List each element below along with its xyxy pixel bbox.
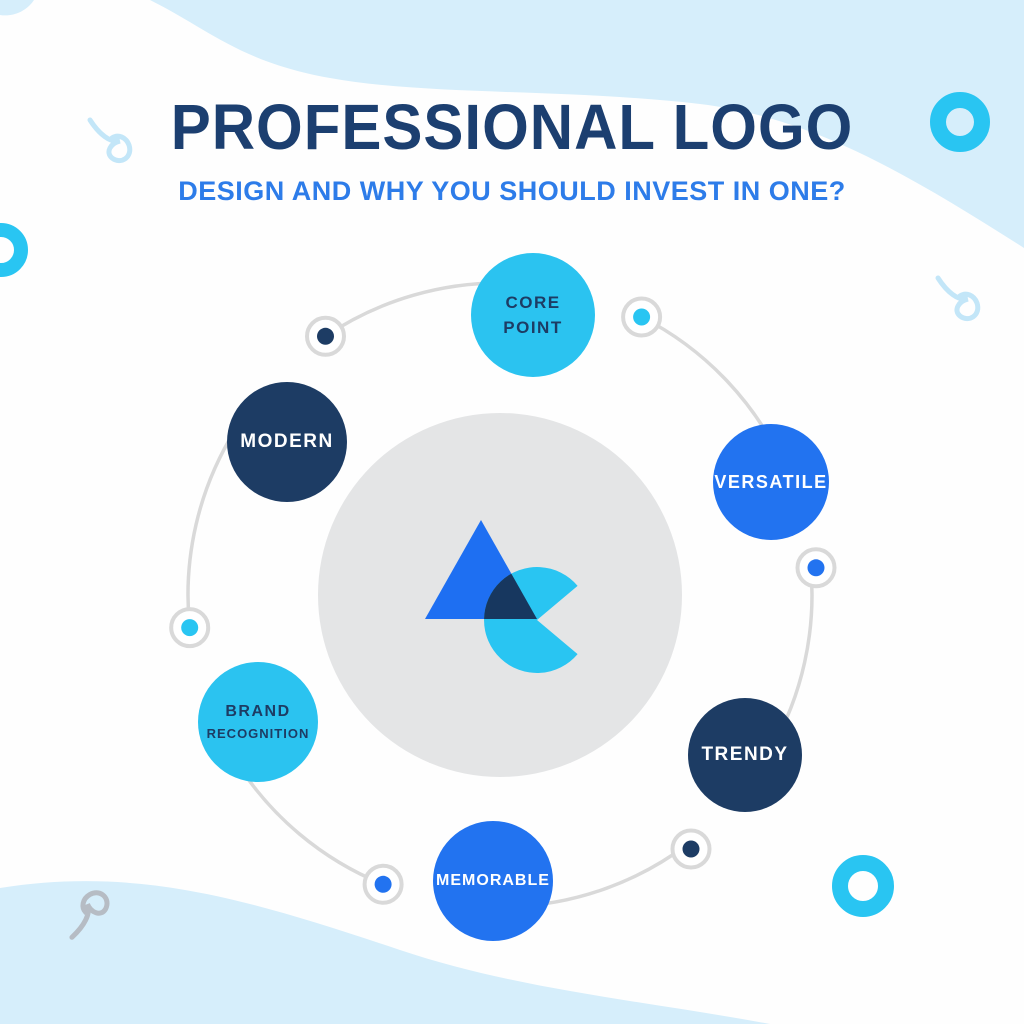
bubble-label: MEMORABLE: [436, 872, 550, 889]
bottom-wave-blob: [0, 881, 770, 1024]
bubble-label: TRENDY: [701, 743, 789, 765]
top-wave-blob: [150, 0, 1024, 248]
bubble-label: RECOGNITION: [206, 726, 310, 742]
bubble-label: POINT: [503, 318, 563, 337]
bubble-label: BRAND: [225, 703, 291, 721]
node-dot: [633, 308, 651, 326]
node-right-of-core-point: [621, 296, 663, 338]
top-left-corner-blob: [0, 0, 34, 16]
bubble-memorable: MEMORABLE: [433, 821, 553, 941]
logo-overlap: [484, 567, 537, 619]
bubble-trendy: TRENDY: [688, 698, 802, 812]
squiggle-icon: [935, 275, 981, 322]
donut-icon: [0, 223, 28, 277]
node-above-brand-recognition: [169, 607, 211, 649]
node-below-versatile: [795, 547, 837, 589]
header: PROFESSIONAL LOGO DESIGN AND WHY YOU SHO…: [0, 91, 1024, 207]
bubble-brand-recognition: BRAND RECOGNITION: [198, 662, 318, 782]
node-dot: [682, 840, 700, 858]
node-dot: [374, 875, 392, 893]
node-left-of-memorable: [362, 863, 404, 905]
bubble-label: VERSATILE: [714, 471, 828, 492]
arc-brand-to-modern: [186, 427, 238, 630]
node-dot: [317, 327, 334, 345]
bubble-label: MODERN: [240, 430, 334, 452]
bubble-modern: MODERN: [227, 382, 347, 502]
bubble-label: CORE: [505, 292, 561, 312]
bubble-core-point: CORE POINT: [471, 253, 595, 377]
squiggle-icon: [87, 117, 133, 164]
squiggle-icon: [69, 890, 110, 940]
node-dot: [807, 559, 825, 577]
connector-nodes: [169, 296, 837, 905]
node-below-trendy: [670, 828, 712, 870]
page-title: PROFESSIONAL LOGO: [170, 91, 854, 164]
node-dot: [181, 619, 199, 637]
donut-icon: [832, 855, 894, 917]
page-subtitle: DESIGN AND WHY YOU SHOULD INVEST IN ONE?: [178, 176, 846, 206]
donut-icon: [930, 92, 990, 152]
node-above-modern: [305, 315, 346, 357]
bubble-versatile: VERSATILE: [713, 424, 829, 540]
